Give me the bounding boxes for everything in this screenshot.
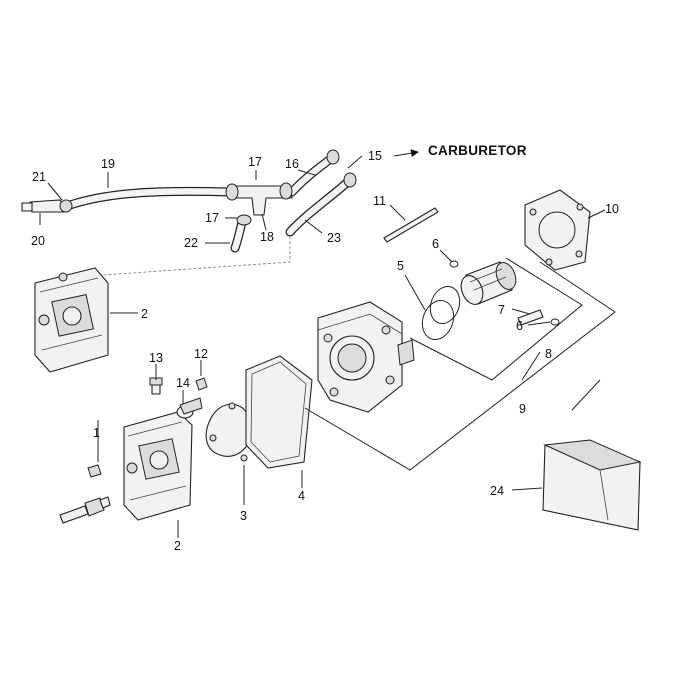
cylinder-base-gasket (524, 189, 591, 271)
callout-6-lower: 6 (516, 319, 523, 333)
bleed-screw (195, 377, 208, 391)
callout-21: 21 (32, 170, 46, 184)
callout-2-lower: 2 (174, 539, 181, 553)
circlip-lower (550, 318, 560, 326)
circlip-top (449, 260, 459, 268)
piston-rings (421, 286, 461, 340)
leader-lines (39, 149, 606, 538)
bracket-9 (304, 261, 616, 471)
callout-17-top: 17 (248, 155, 262, 169)
callout-12: 12 (194, 347, 208, 361)
callout-17-lower: 17 (205, 211, 219, 225)
callout-18: 18 (260, 230, 274, 244)
instruction-packet (542, 439, 642, 531)
callout-1: 1 (93, 426, 100, 440)
callout-16: 16 (285, 157, 299, 171)
cap-nut (87, 464, 102, 478)
cylinder-head-lower (123, 411, 193, 521)
callout-9: 9 (519, 402, 526, 416)
callout-8: 8 (545, 347, 552, 361)
callout-19: 19 (101, 157, 115, 171)
fuel-line-assembly (21, 149, 357, 253)
cylinder-head-upper (34, 267, 109, 373)
callout-20: 20 (31, 234, 45, 248)
carburetor-label: CARBURETOR (428, 143, 527, 158)
callout-4: 4 (298, 489, 305, 503)
callout-5: 5 (397, 259, 404, 273)
thermostat (176, 397, 203, 419)
temperature-sensor (149, 377, 163, 395)
piston-pin (517, 309, 544, 326)
bracket-8 (409, 257, 583, 381)
callout-11: 11 (373, 194, 386, 208)
callout-3: 3 (240, 509, 247, 523)
callout-24: 24 (490, 484, 504, 498)
spark-plug (59, 496, 111, 524)
head-gasket (245, 355, 313, 469)
dashed-guide-line (59, 236, 291, 279)
piston (460, 261, 517, 305)
callout-2-upper: 2 (141, 307, 148, 321)
callout-13: 13 (149, 351, 163, 365)
stud-bolt (383, 207, 439, 243)
callout-6-top: 6 (432, 237, 439, 251)
callout-14: 14 (176, 376, 190, 390)
callout-10: 10 (605, 202, 619, 216)
thermostat-gasket (205, 402, 253, 462)
callout-15: 15 (368, 149, 382, 163)
callout-23: 23 (327, 231, 341, 245)
callout-22: 22 (184, 236, 198, 250)
callout-7: 7 (498, 303, 505, 317)
callout-numbers: 1 2 2 3 4 5 6 6 7 8 9 10 11 12 13 14 15 … (31, 149, 619, 553)
cylinder-block (317, 301, 415, 413)
